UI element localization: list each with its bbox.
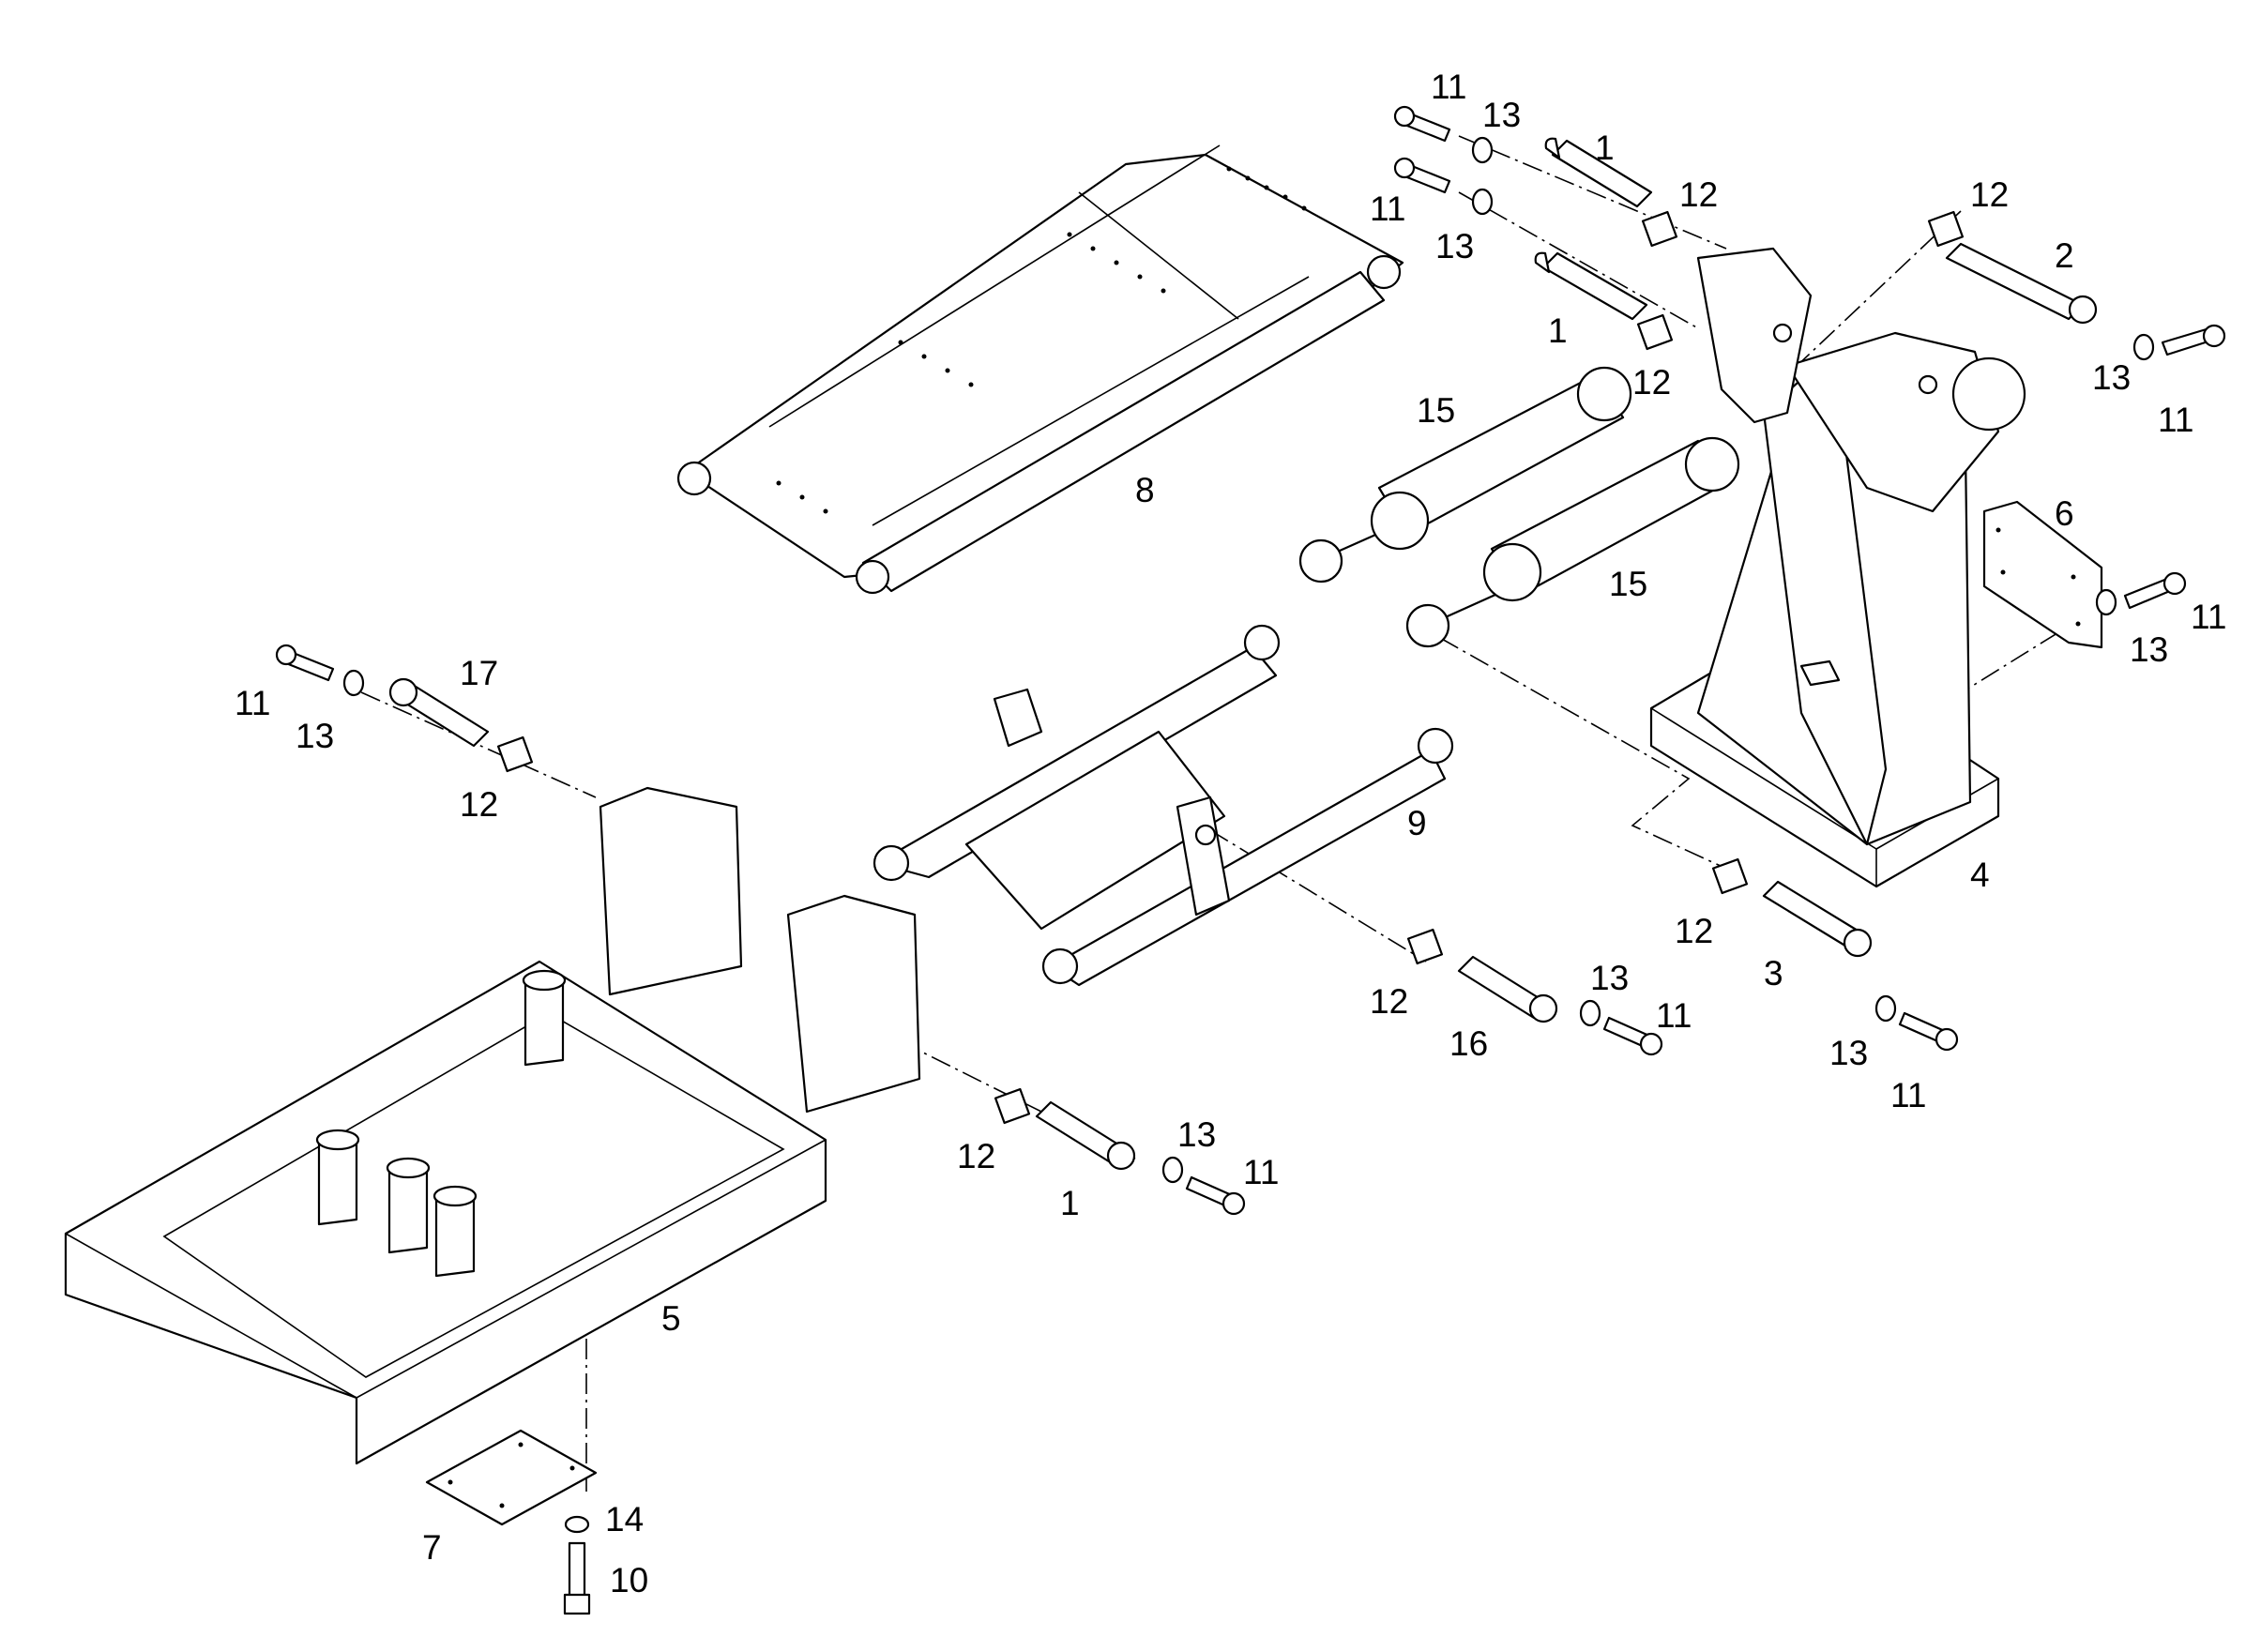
callout-1: 1 <box>1595 129 1615 167</box>
callout-13: 13 <box>1482 96 1521 134</box>
callout-6: 6 <box>2055 494 2074 533</box>
callout-11: 11 <box>1243 1153 1279 1191</box>
callout-13: 13 <box>2092 358 2131 397</box>
part-9-swing-frame <box>873 624 1454 987</box>
part-8-boom-arm <box>676 144 1404 595</box>
callout-13: 13 <box>296 717 334 755</box>
callout-3: 3 <box>1764 954 1783 993</box>
callout-12: 12 <box>1370 982 1408 1021</box>
callout-13: 13 <box>1177 1115 1216 1154</box>
part-6-plate <box>1982 500 2103 649</box>
part-7-base-plate <box>425 1429 598 1526</box>
callout-12: 12 <box>1970 175 2009 214</box>
callout-12: 12 <box>460 785 498 824</box>
callout-12: 12 <box>1675 912 1713 950</box>
callout-11: 11 <box>2191 598 2226 636</box>
pin-3 <box>1762 880 1873 958</box>
callout-11: 11 <box>235 684 270 722</box>
callout-15: 15 <box>1609 565 1647 603</box>
callout-12: 12 <box>1632 363 1671 402</box>
pin-1-top <box>1544 137 1653 208</box>
callout-12: 12 <box>957 1137 995 1175</box>
callout-7: 7 <box>422 1528 442 1567</box>
washer-14 <box>564 1515 590 1534</box>
callout-2: 2 <box>2055 236 2074 275</box>
pin-1-middle <box>1534 251 1648 321</box>
callout-8: 8 <box>1135 471 1155 509</box>
callout-11: 11 <box>1431 68 1466 106</box>
pin-1-lower <box>1035 1100 1136 1171</box>
callout-labels: 11 13 1 12 11 13 1 12 12 2 13 11 15 8 6 … <box>235 68 2226 1599</box>
callout-15: 15 <box>1417 391 1455 430</box>
pin-16 <box>1457 955 1558 1023</box>
callout-16: 16 <box>1449 1024 1488 1063</box>
boom-rivet-dots <box>776 166 1307 514</box>
part-4-column <box>1649 247 2026 888</box>
callout-14: 14 <box>605 1500 644 1538</box>
callout-11: 11 <box>1370 189 1405 228</box>
callout-17: 17 <box>460 654 498 692</box>
callout-1: 1 <box>1548 311 1568 350</box>
callout-12: 12 <box>1679 175 1718 214</box>
callout-13: 13 <box>1829 1034 1868 1072</box>
bolts-11 <box>275 105 2226 1216</box>
callout-11: 11 <box>1656 996 1692 1035</box>
callout-4: 4 <box>1970 856 1990 894</box>
callout-1: 1 <box>1060 1184 1080 1222</box>
part-15-cylinder-lower <box>1405 436 1740 648</box>
callout-13: 13 <box>2130 630 2168 669</box>
bolt-10 <box>563 1541 591 1615</box>
washers-13 <box>342 136 2155 1184</box>
pin-2 <box>1945 242 2098 325</box>
part-15-cylinder-upper <box>1298 366 1632 584</box>
callout-11: 11 <box>1890 1076 1926 1114</box>
bushings-12 <box>496 210 1965 1125</box>
part-5-base-frame <box>64 786 921 1465</box>
callout-10: 10 <box>610 1561 648 1599</box>
callout-11: 11 <box>2158 401 2193 439</box>
pin-17 <box>388 677 490 748</box>
callout-13: 13 <box>1435 227 1474 265</box>
callout-13: 13 <box>1590 959 1629 997</box>
callout-9: 9 <box>1407 804 1427 842</box>
callout-5: 5 <box>661 1299 681 1338</box>
